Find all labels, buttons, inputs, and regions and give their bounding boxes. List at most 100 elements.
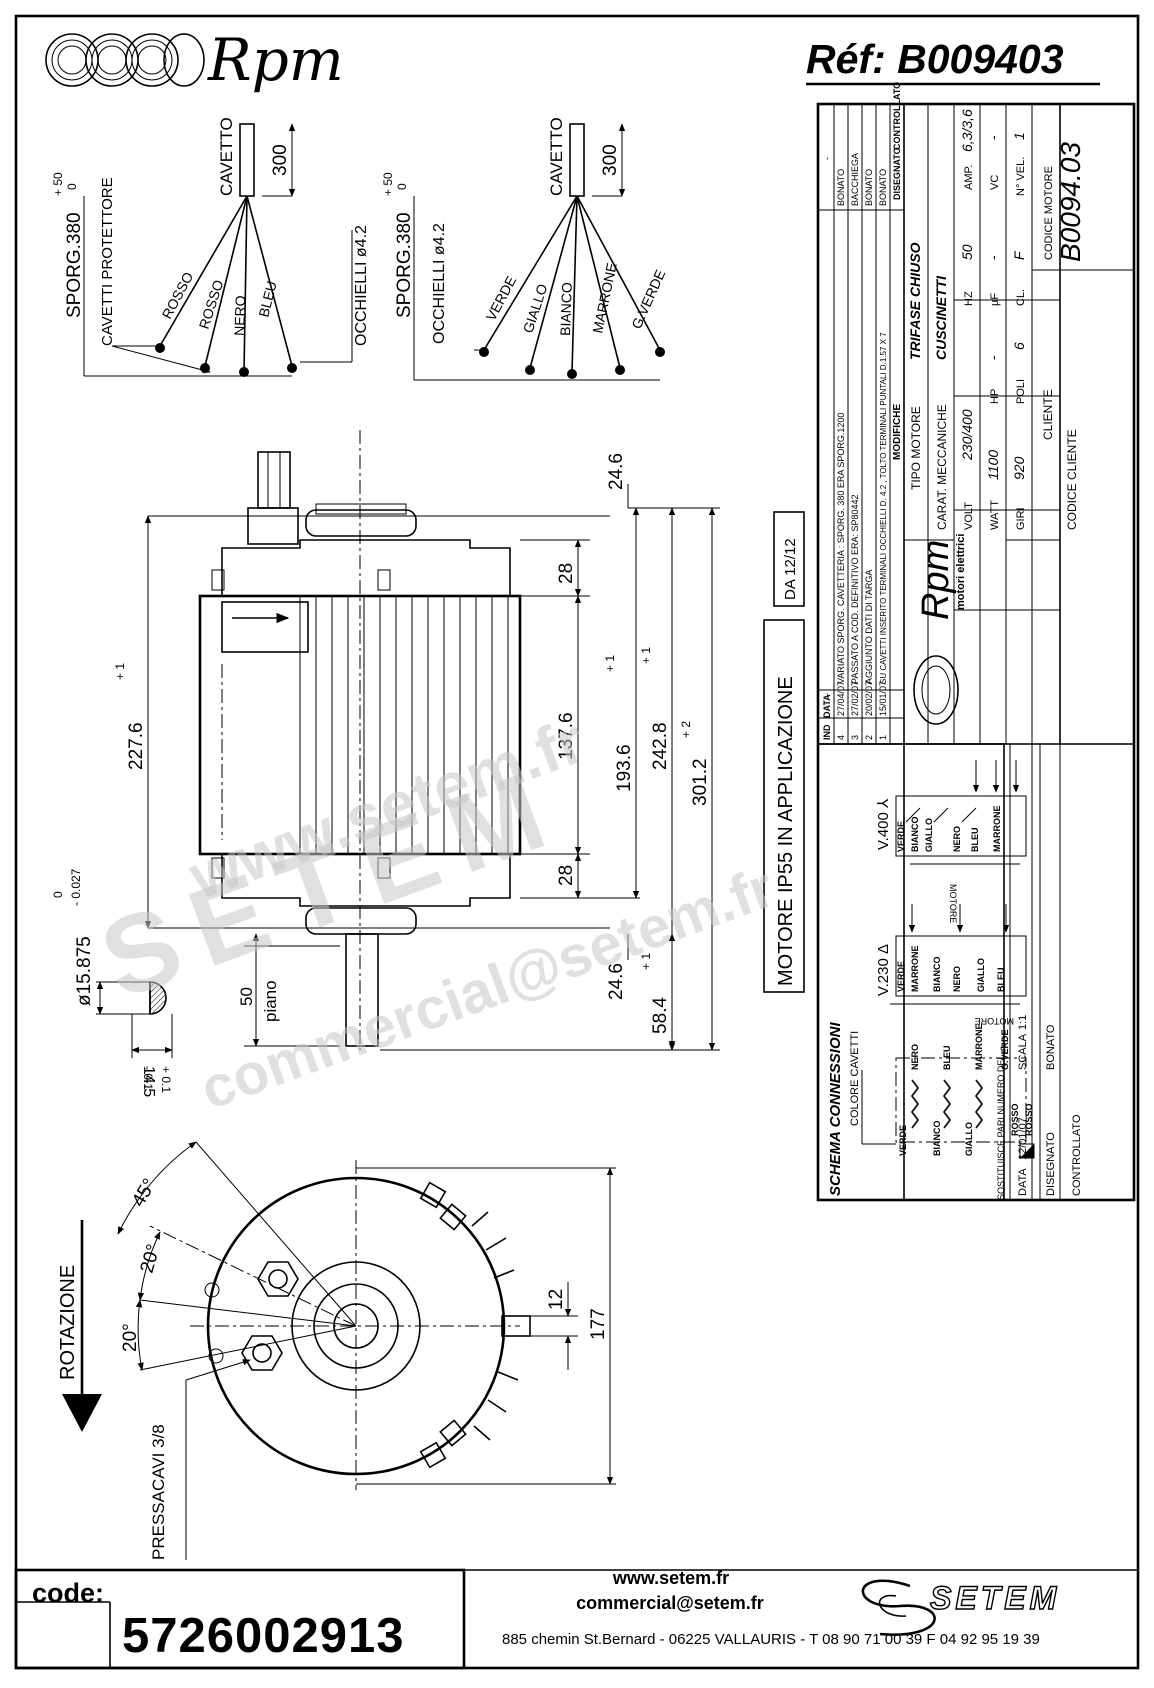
application-box	[763, 619, 805, 993]
volt-label: VOLT	[963, 502, 975, 530]
w-rosso-2: ROSSO	[1024, 1103, 1034, 1136]
rpm-logo-icon	[45, 33, 205, 87]
motor-side-view	[144, 430, 720, 1051]
footer-address: 885 chemin St.Bernard - 06225 VALLAURIS …	[502, 1631, 1040, 1648]
rev-3-date: 27/02/07	[850, 681, 860, 716]
disegnato-value: BONATO	[1045, 1024, 1057, 1070]
winding-labels: VERDE NERO BIANCO BLEU GIALLO MARRONE G.…	[898, 1024, 1034, 1157]
star-t5: BLEU	[970, 828, 980, 853]
right-occhielli: OCCHIELLI ø4.2	[431, 223, 448, 344]
schema-title: SCHEMA CONNESSIONI	[827, 1022, 844, 1196]
w-giallo: GIALLO	[964, 1122, 974, 1156]
star-t4: NERO	[952, 826, 962, 852]
rev-2-text: AGGIUNTO DATI DI TARGA	[864, 570, 874, 684]
w-gverde: G.VERDE	[1000, 1029, 1010, 1070]
w-verde: VERDE	[898, 1125, 908, 1156]
rev-2-drawn: BONATO	[864, 169, 874, 206]
amp-value: 6,3/3,6	[959, 109, 975, 152]
delta-t6: BLEU	[996, 968, 1006, 993]
right-sporg: SPORG.380	[394, 212, 415, 318]
w-rosso-1: ROSSO	[1010, 1103, 1020, 1136]
dim-28-top: 28	[556, 563, 577, 584]
data-label: DATA	[1017, 1168, 1029, 1196]
carat-label: CARAT. MECCANICHE	[935, 404, 949, 530]
shaft-tol-lower: - 0.027	[69, 868, 83, 906]
tipo-value: TRIFASE CHIUSO	[907, 242, 923, 360]
cable-gland-label: PRESSACAVI 3/8	[149, 1424, 168, 1560]
title-block-text: IND DATA MODIFICHE DISEGNATO CONTROLLATO…	[822, 82, 1086, 1200]
rev-1-date: 15/01/07	[878, 681, 888, 716]
hp-value: -	[985, 355, 1001, 360]
rev-dash-drawn: -	[822, 157, 832, 160]
poli-value: 6	[1011, 342, 1027, 350]
rev-4-text: VARIATO SPORG. CAVETTERIA : SPORG. 380 E…	[836, 413, 846, 684]
scala-value: 1:1	[1017, 1015, 1029, 1030]
star-terminal-labels: VERDE BIANCO GIALLO NERO BLEU MARRONE	[896, 806, 1002, 853]
angle-20-b: 20°	[120, 1323, 141, 1352]
uf-value: -	[985, 255, 1001, 260]
star-t6: MARRONE	[992, 806, 1002, 853]
sostituisce-value: -	[995, 1046, 1007, 1050]
motore-delta: MOTORE	[975, 1016, 1014, 1026]
left-wire-nero: NERO	[231, 295, 248, 336]
star-t1: VERDE	[896, 821, 906, 852]
left-wire-bleu: BLEU	[255, 279, 279, 318]
nvel-value: 1	[1011, 132, 1027, 140]
footer-web-link[interactable]: www.setem.fr	[612, 1568, 730, 1588]
brand-logo-text: Rpm	[208, 26, 344, 94]
v230-label: V.230 Δ	[875, 944, 892, 996]
left-occhielli: OCCHIELLI ø4.2	[353, 225, 370, 346]
left-sporg-tol-plus: + 50	[51, 172, 65, 196]
w-nero: NERO	[910, 1044, 920, 1070]
code-value: 5726002913	[122, 1609, 405, 1663]
code-label: code:	[32, 1578, 105, 1608]
flat-tol: - 0.1+ 0.1	[141, 1066, 173, 1093]
right-sporg-tol-plus: + 50	[381, 172, 395, 196]
hz-label: HZ	[963, 291, 975, 306]
amp-label: AMP.	[963, 165, 975, 190]
left-wire-rosso-2: ROSSO	[196, 278, 227, 331]
cliente-label: CLIENTE	[1041, 389, 1055, 440]
star-t2: BIANCO	[910, 817, 920, 853]
w-bleu: BLEU	[942, 1046, 952, 1071]
angle-45: 45°	[128, 1175, 161, 1210]
dim-301-2: 301.2	[690, 758, 711, 806]
delta-terminal-labels: VERDE MARRONE BIANCO NERO GIALLO BLEU	[896, 946, 1006, 993]
connection-schema	[817, 743, 1035, 1201]
footer-email-link[interactable]: commercial@setem.fr	[576, 1593, 764, 1613]
codice-motore-value: B0094.03	[1055, 142, 1086, 262]
rotation-arrow-icon	[62, 1394, 102, 1432]
sostituisce-label: SOSTITUISCE PARI NUMERO DEL	[996, 1055, 1006, 1200]
delta-t1: VERDE	[896, 961, 906, 992]
delta-t4: NERO	[952, 966, 962, 992]
dim-177: 177	[588, 1308, 609, 1340]
sheet-border	[14, 14, 1140, 1670]
shaft-section	[96, 981, 173, 1058]
scala-label: SCALA	[1017, 1033, 1029, 1070]
giri-label: GIRI	[1015, 507, 1027, 530]
rev-2-ind: 2	[864, 735, 874, 740]
w-bianco: BIANCO	[932, 1121, 942, 1157]
flat-length: 50	[237, 987, 256, 1006]
rev-3-drawn: BACCHIEGA	[850, 153, 860, 206]
dim-12: 12	[546, 1289, 567, 1310]
rev-drawn-header: DISEGNATO	[892, 147, 902, 200]
right-wire-bianco: BIANCO	[557, 282, 575, 336]
volt-value: 230/400	[959, 409, 975, 461]
cl-label: CL.	[1015, 289, 1027, 306]
code-box	[14, 1568, 466, 1670]
controllato-label: CONTROLLATO	[1071, 1114, 1083, 1196]
dim-242-8: 242.8	[650, 722, 671, 770]
dim-301-tol: + 2	[679, 721, 693, 738]
dim-28-bottom: 28	[556, 865, 577, 886]
setem-logo-text: SETEM	[929, 1579, 1061, 1616]
left-cable-length: 300	[270, 144, 291, 176]
motor-front-view	[62, 1141, 616, 1560]
rev-3-text: PASSATO A COD. DEFINITIVO ERA: SP80442	[850, 494, 860, 684]
rev-ctrl-header: CONTROLLATO	[892, 82, 902, 150]
hz-value: 50	[959, 244, 975, 260]
dim-227-6: 227.6	[126, 722, 147, 770]
setem-swoosh-icon	[861, 1579, 936, 1636]
right-cable-label: CAVETTO	[547, 117, 566, 196]
